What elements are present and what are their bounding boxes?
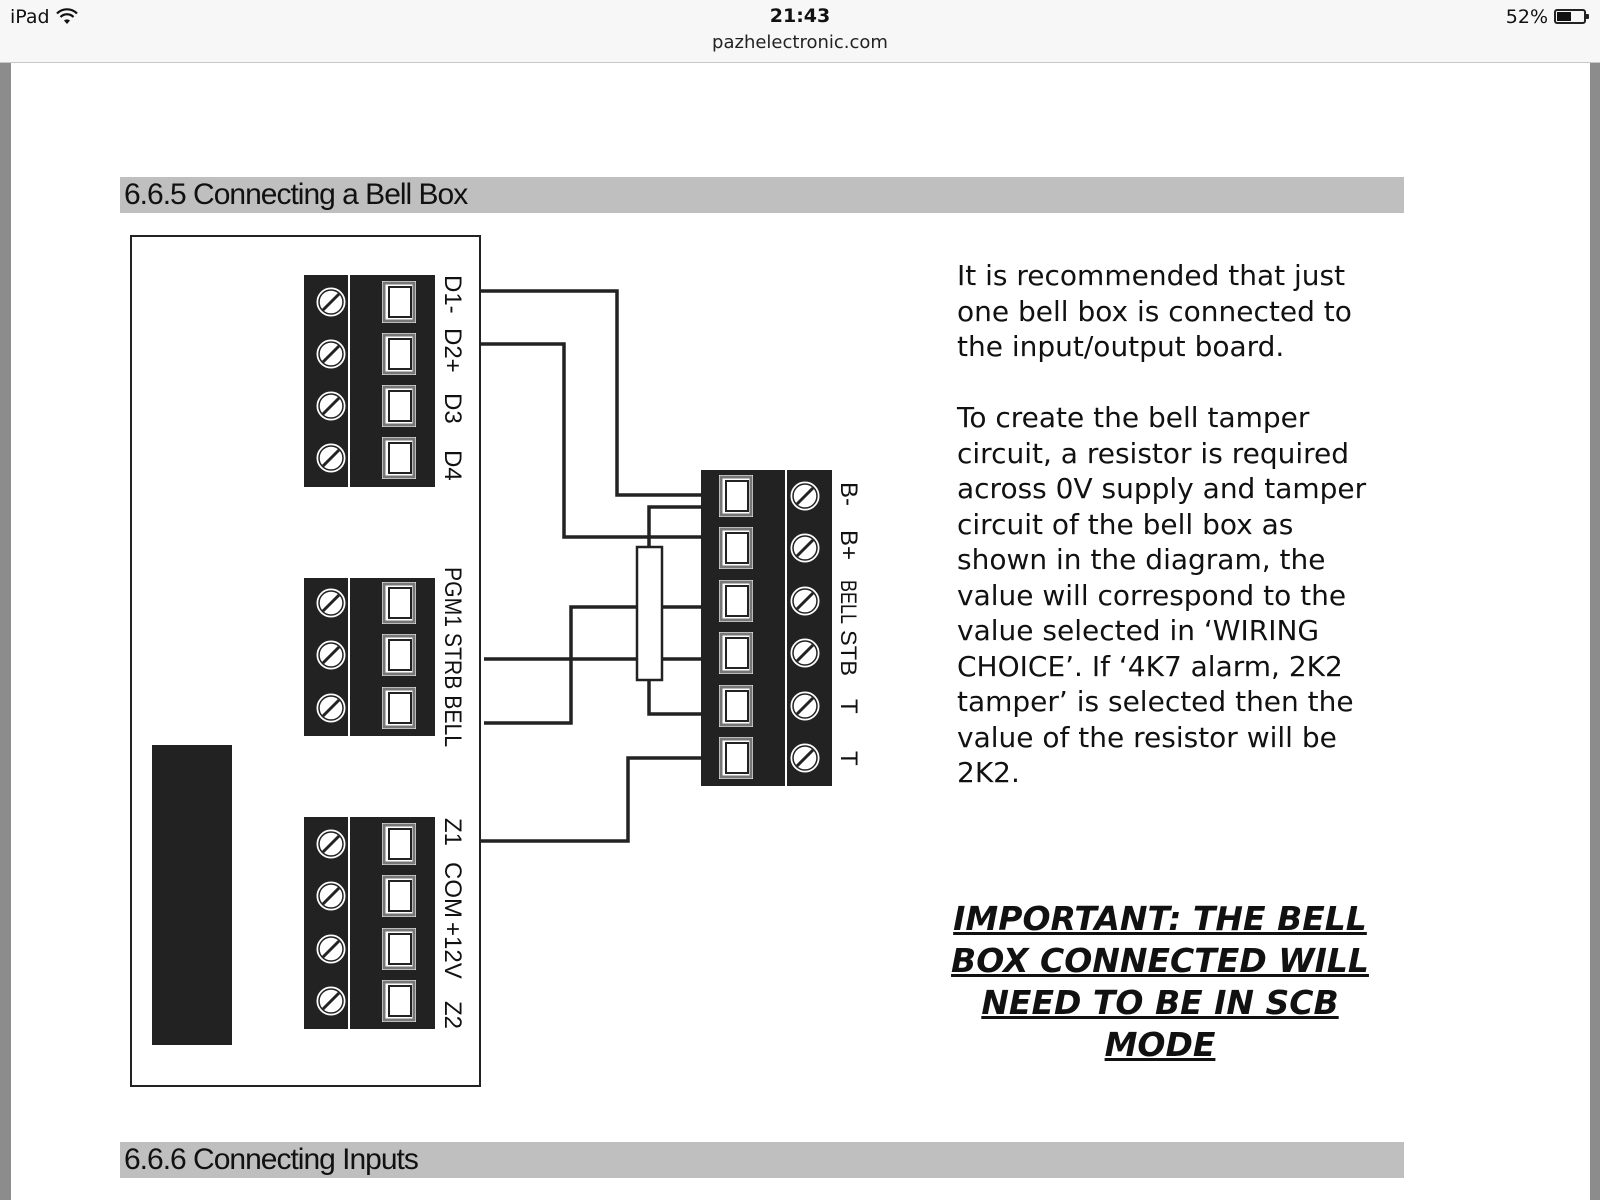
paragraph-tamper-circuit: To create the bell tamper circuit, a res…: [957, 401, 1367, 789]
paragraph-recommendation: It is recommended that just one bell box…: [957, 259, 1352, 363]
label-b-plus: B+: [835, 530, 862, 560]
important-notice: IMPORTANT: THE BELL BOX CONNECTED WILL N…: [951, 899, 1369, 1064]
label-bell: BELL: [836, 580, 861, 624]
wires: [480, 289, 701, 843]
label-tamper-2: T: [835, 751, 862, 766]
instructions-text: It is recommended that just one bell box…: [957, 258, 1377, 826]
label-d1: D1-: [439, 275, 466, 314]
terminal-block-pgm: [304, 578, 435, 736]
label-d4: D4: [439, 450, 466, 481]
address-bar-url[interactable]: pazhelectronic.com: [712, 32, 888, 53]
label-com: COM: [439, 862, 466, 918]
status-bar: iPad 21:43 pazhelectronic.com 52%: [0, 0, 1600, 63]
label-pgm: PGM1 STRB BELL: [439, 567, 466, 747]
label-z2: Z2: [439, 1001, 466, 1029]
battery-icon: [1554, 9, 1589, 24]
board-component: [152, 745, 232, 1045]
clock: 21:43: [769, 5, 831, 27]
terminal-block-bell-box: [701, 470, 832, 786]
label-z1: Z1: [439, 818, 466, 846]
section-heading-inputs: 6.6.6 Connecting Inputs: [120, 1142, 1404, 1178]
label-stb: STB: [836, 630, 861, 676]
label-d3: D3: [439, 393, 466, 424]
label-tamper-1: T: [835, 699, 862, 714]
label-b-minus: B-: [835, 482, 862, 506]
battery-percentage: 52%: [1505, 6, 1548, 28]
terminal-block-d: [304, 275, 435, 487]
section-heading-bell-box: 6.6.5 Connecting a Bell Box: [120, 177, 1404, 213]
label-d2: D2+: [439, 328, 466, 373]
terminal-block-zone: [304, 817, 435, 1029]
wifi-icon: [56, 8, 78, 24]
resistor: [635, 545, 664, 682]
page-margin-right[interactable]: [1590, 63, 1600, 1200]
device-name: iPad: [10, 6, 50, 28]
label-12v: +12V: [439, 922, 466, 979]
page-margin-left: [0, 63, 11, 1200]
